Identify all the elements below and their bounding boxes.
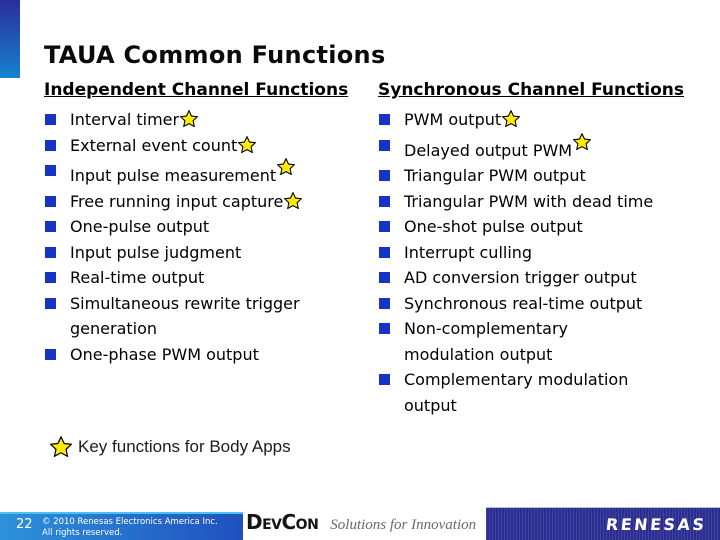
bullet-square-icon bbox=[379, 374, 390, 385]
renesas-brand-bar: RENESAS bbox=[486, 507, 720, 540]
bullet-square-icon bbox=[45, 272, 56, 283]
list-item: Input pulse measurement bbox=[44, 158, 358, 189]
star-icon bbox=[238, 135, 257, 153]
list-item: Simultaneous rewrite trigger generation bbox=[44, 291, 358, 342]
star-icon bbox=[277, 158, 296, 175]
list-item: Interrupt culling bbox=[378, 240, 692, 266]
list-item: One-shot pulse output bbox=[378, 214, 692, 240]
list-item-label: Free running input capture bbox=[70, 191, 284, 211]
list-item-label: PWM output bbox=[404, 110, 502, 129]
column-header-synchronous: Synchronous Channel Functions bbox=[378, 80, 685, 100]
bullet-square-icon bbox=[379, 114, 390, 125]
key-functions-label: Key functions for Body Apps bbox=[78, 436, 291, 456]
page-title: TAUA Common Functions bbox=[44, 41, 386, 70]
bullet-square-icon bbox=[45, 221, 56, 232]
list-item-label: One-phase PWM output bbox=[70, 344, 259, 364]
bullet-square-icon bbox=[379, 170, 390, 181]
list-item-label: Non-complementary modulation output bbox=[404, 319, 568, 364]
list-item-label: Triangular PWM with dead time bbox=[404, 191, 654, 211]
list-item-label: Synchronous real-time output bbox=[404, 293, 643, 313]
list-item-label: Complementary modulation output bbox=[404, 370, 629, 415]
bullet-square-icon bbox=[379, 297, 390, 309]
copyright-text: © 2010 Renesas Electronics America Inc. … bbox=[42, 517, 218, 538]
list-item: Complementary modulation output bbox=[378, 367, 692, 418]
list-item: Triangular PWM output bbox=[378, 163, 692, 189]
renesas-logo: RENESAS bbox=[604, 515, 707, 534]
list-item: Free running input capture bbox=[44, 189, 358, 215]
bullet-square-icon bbox=[45, 139, 56, 151]
list-item: Delayed output PWM bbox=[378, 132, 692, 164]
bullet-square-icon bbox=[379, 221, 390, 232]
list-item-label: One-shot pulse output bbox=[404, 217, 583, 236]
star-icon bbox=[502, 110, 521, 127]
list-item: Triangular PWM with dead time bbox=[378, 189, 692, 215]
list-item-label: Triangular PWM output bbox=[404, 166, 586, 185]
list-item: AD conversion trigger output bbox=[378, 265, 692, 291]
independent-channel-column: Independent Channel Functions Interval t… bbox=[44, 80, 358, 367]
bullet-square-icon bbox=[45, 195, 56, 207]
list-item-label: Real-time output bbox=[70, 268, 205, 287]
list-item-label: Interrupt culling bbox=[404, 242, 533, 262]
list-item: Non-complementary modulation output bbox=[378, 316, 692, 367]
star-icon bbox=[573, 132, 592, 150]
bullet-square-icon bbox=[379, 195, 390, 207]
list-item-label: Interval timer bbox=[70, 110, 180, 129]
devcon-logo-block: DevCon Solutions for Innovation bbox=[246, 510, 476, 534]
independent-functions-list: Interval timer External event count Inpu… bbox=[44, 107, 358, 367]
list-item: One-phase PWM output bbox=[44, 342, 358, 368]
bullet-square-icon bbox=[45, 165, 56, 176]
bullet-square-icon bbox=[45, 297, 56, 309]
page-number: 22 bbox=[16, 517, 33, 532]
bullet-square-icon bbox=[45, 348, 56, 360]
footer-copyright-bar: 22 © 2010 Renesas Electronics America In… bbox=[0, 512, 243, 540]
list-item: Real-time output bbox=[44, 265, 358, 291]
list-item-label: One-pulse output bbox=[70, 217, 210, 236]
list-item-label: Simultaneous rewrite trigger generation bbox=[70, 293, 300, 339]
slide-accent-bar bbox=[0, 0, 20, 78]
list-item: External event count bbox=[44, 133, 358, 159]
bullet-square-icon bbox=[379, 272, 390, 283]
list-item-label: Delayed output PWM bbox=[404, 140, 573, 160]
devcon-tagline: Solutions for Innovation bbox=[330, 517, 477, 533]
bullet-square-icon bbox=[379, 139, 390, 151]
bullet-square-icon bbox=[379, 323, 390, 334]
star-icon bbox=[284, 191, 303, 209]
list-item-label: Input pulse judgment bbox=[70, 242, 242, 262]
devcon-logo: DevCon bbox=[246, 510, 319, 534]
star-icon bbox=[50, 436, 72, 457]
copyright-line2: All rights reserved. bbox=[42, 527, 123, 538]
list-item: One-pulse output bbox=[44, 214, 358, 240]
synchronous-channel-column: Synchronous Channel Functions PWM output… bbox=[378, 80, 692, 418]
bullet-square-icon bbox=[45, 114, 56, 125]
copyright-line1: © 2010 Renesas Electronics America Inc. bbox=[42, 517, 218, 527]
list-item: Interval timer bbox=[44, 107, 358, 133]
list-item-label: AD conversion trigger output bbox=[404, 268, 637, 287]
list-item-label: External event count bbox=[70, 135, 238, 155]
bullet-square-icon bbox=[45, 246, 56, 258]
synchronous-functions-list: PWM output Delayed output PWM Triangular… bbox=[378, 107, 692, 418]
list-item-label: Input pulse measurement bbox=[70, 166, 277, 185]
star-icon bbox=[180, 110, 199, 127]
key-functions-note: Key functions for Body Apps bbox=[50, 436, 291, 457]
bullet-square-icon bbox=[379, 246, 390, 258]
list-item: Synchronous real-time output bbox=[378, 291, 692, 317]
list-item: PWM output bbox=[378, 107, 692, 133]
column-header-independent: Independent Channel Functions bbox=[44, 80, 349, 100]
list-item: Input pulse judgment bbox=[44, 240, 358, 266]
